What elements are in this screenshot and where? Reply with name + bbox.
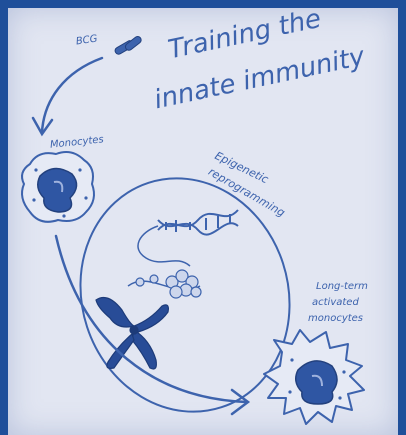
- bcg-bacteria-icon: [114, 35, 143, 55]
- flow-arrow-icon: [33, 58, 102, 134]
- label-activated: activated: [312, 298, 359, 308]
- chromatin-icon: [128, 270, 201, 298]
- activated-monocyte-icon: [264, 330, 364, 424]
- label-long-term: Long-term: [316, 282, 368, 292]
- dna-helix-icon: [138, 210, 238, 266]
- label-activated-monocytes: monocytes: [308, 314, 363, 324]
- chromosome-icon: [96, 298, 168, 369]
- monocyte-cell-icon: [22, 152, 94, 222]
